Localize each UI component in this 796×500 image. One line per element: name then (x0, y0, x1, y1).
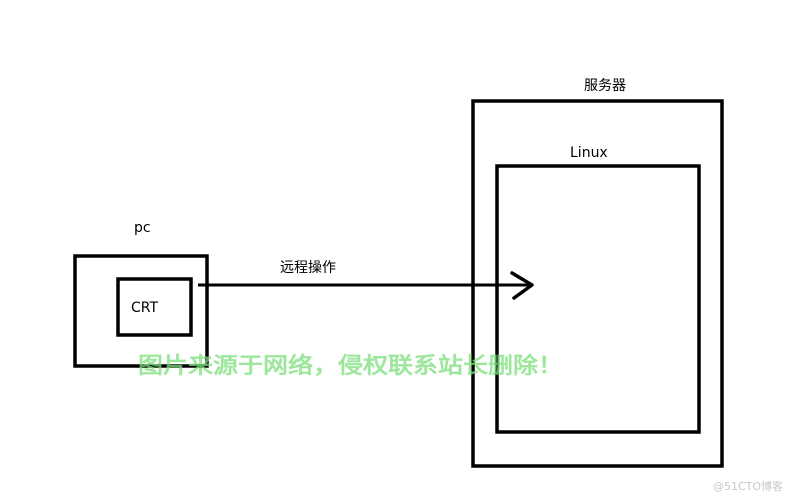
arrow-head (510, 271, 534, 300)
linux-box (495, 164, 701, 434)
pc-label: pc (134, 220, 151, 236)
watermark-text: 图片来源于网络，侵权联系站长删除！ (138, 353, 563, 379)
linux-label: Linux (570, 145, 608, 161)
server-label: 服务器 (584, 78, 626, 94)
corner-watermark: @51CTO博客 (713, 479, 783, 493)
arrow-label: 远程操作 (280, 260, 336, 276)
crt-box (116, 277, 193, 337)
pc-box (73, 254, 209, 368)
crt-label: CRT (131, 300, 158, 316)
